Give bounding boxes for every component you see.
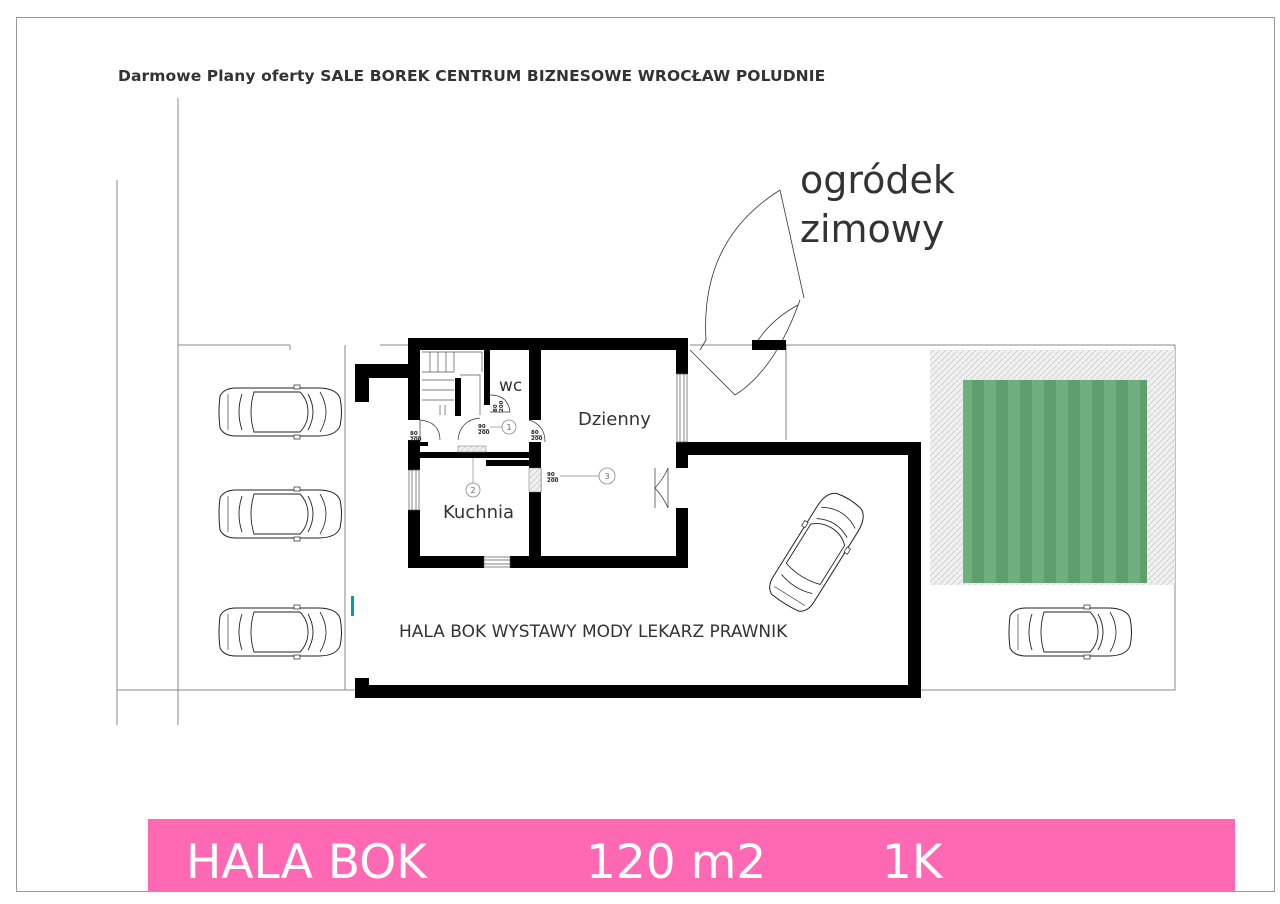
- label-kuchnia: Kuchnia: [443, 502, 514, 523]
- banner-rooms: 1K: [882, 835, 943, 890]
- svg-text:200: 200: [478, 430, 490, 436]
- car-left-3: [218, 604, 342, 660]
- site-lines: [116, 98, 1176, 725]
- svg-text:2: 2: [470, 486, 475, 495]
- door-label-3: 80: [493, 404, 499, 412]
- marker-2: [465, 482, 481, 498]
- door-label-1: 80: [410, 431, 418, 437]
- plan-heading: Darmowe Plany oferty SALE BOREK CENTRUM …: [118, 67, 826, 85]
- door-label-4: 80: [531, 430, 539, 436]
- door-swings: [419, 394, 669, 509]
- svg-text:200: 200: [499, 400, 505, 412]
- door-labels: 80 200 90 200 80 200 80 200 90 200: [410, 400, 559, 484]
- garden-door-swing: [689, 189, 805, 396]
- label-wc: wc: [499, 376, 522, 396]
- car-left-2: [218, 486, 342, 542]
- marker-1: [501, 419, 517, 435]
- garden-label-line2: zimowy: [800, 207, 944, 251]
- windows: [408, 373, 688, 568]
- accent-mark: [351, 596, 354, 616]
- label-dzienny: Dzienny: [578, 409, 651, 430]
- car-right: [1008, 604, 1132, 660]
- car-left-1: [218, 384, 342, 440]
- garden-label-line1: ogródek: [800, 158, 955, 202]
- label-hall: HALA BOK WYSTAWY MODY LEKARZ PRAWNIK: [399, 622, 788, 642]
- banner-name: HALA BOK: [186, 835, 428, 890]
- offer-banner: HALA BOK 120 m2 1K: [148, 819, 1235, 892]
- walls: [355, 338, 921, 698]
- marker-3: [598, 467, 616, 485]
- lawn: [963, 380, 1147, 583]
- svg-text:200: 200: [410, 437, 422, 443]
- svg-text:1: 1: [506, 423, 511, 432]
- banner-area: 120 m2: [586, 835, 767, 890]
- stairs: [422, 351, 483, 415]
- door-label-5: 90: [547, 472, 555, 478]
- door-label-2: 90: [478, 424, 486, 430]
- svg-text:200: 200: [531, 436, 543, 442]
- room-markers: [465, 419, 616, 498]
- car-hall: [761, 484, 874, 619]
- svg-text:3: 3: [604, 472, 609, 481]
- svg-text:200: 200: [547, 478, 559, 484]
